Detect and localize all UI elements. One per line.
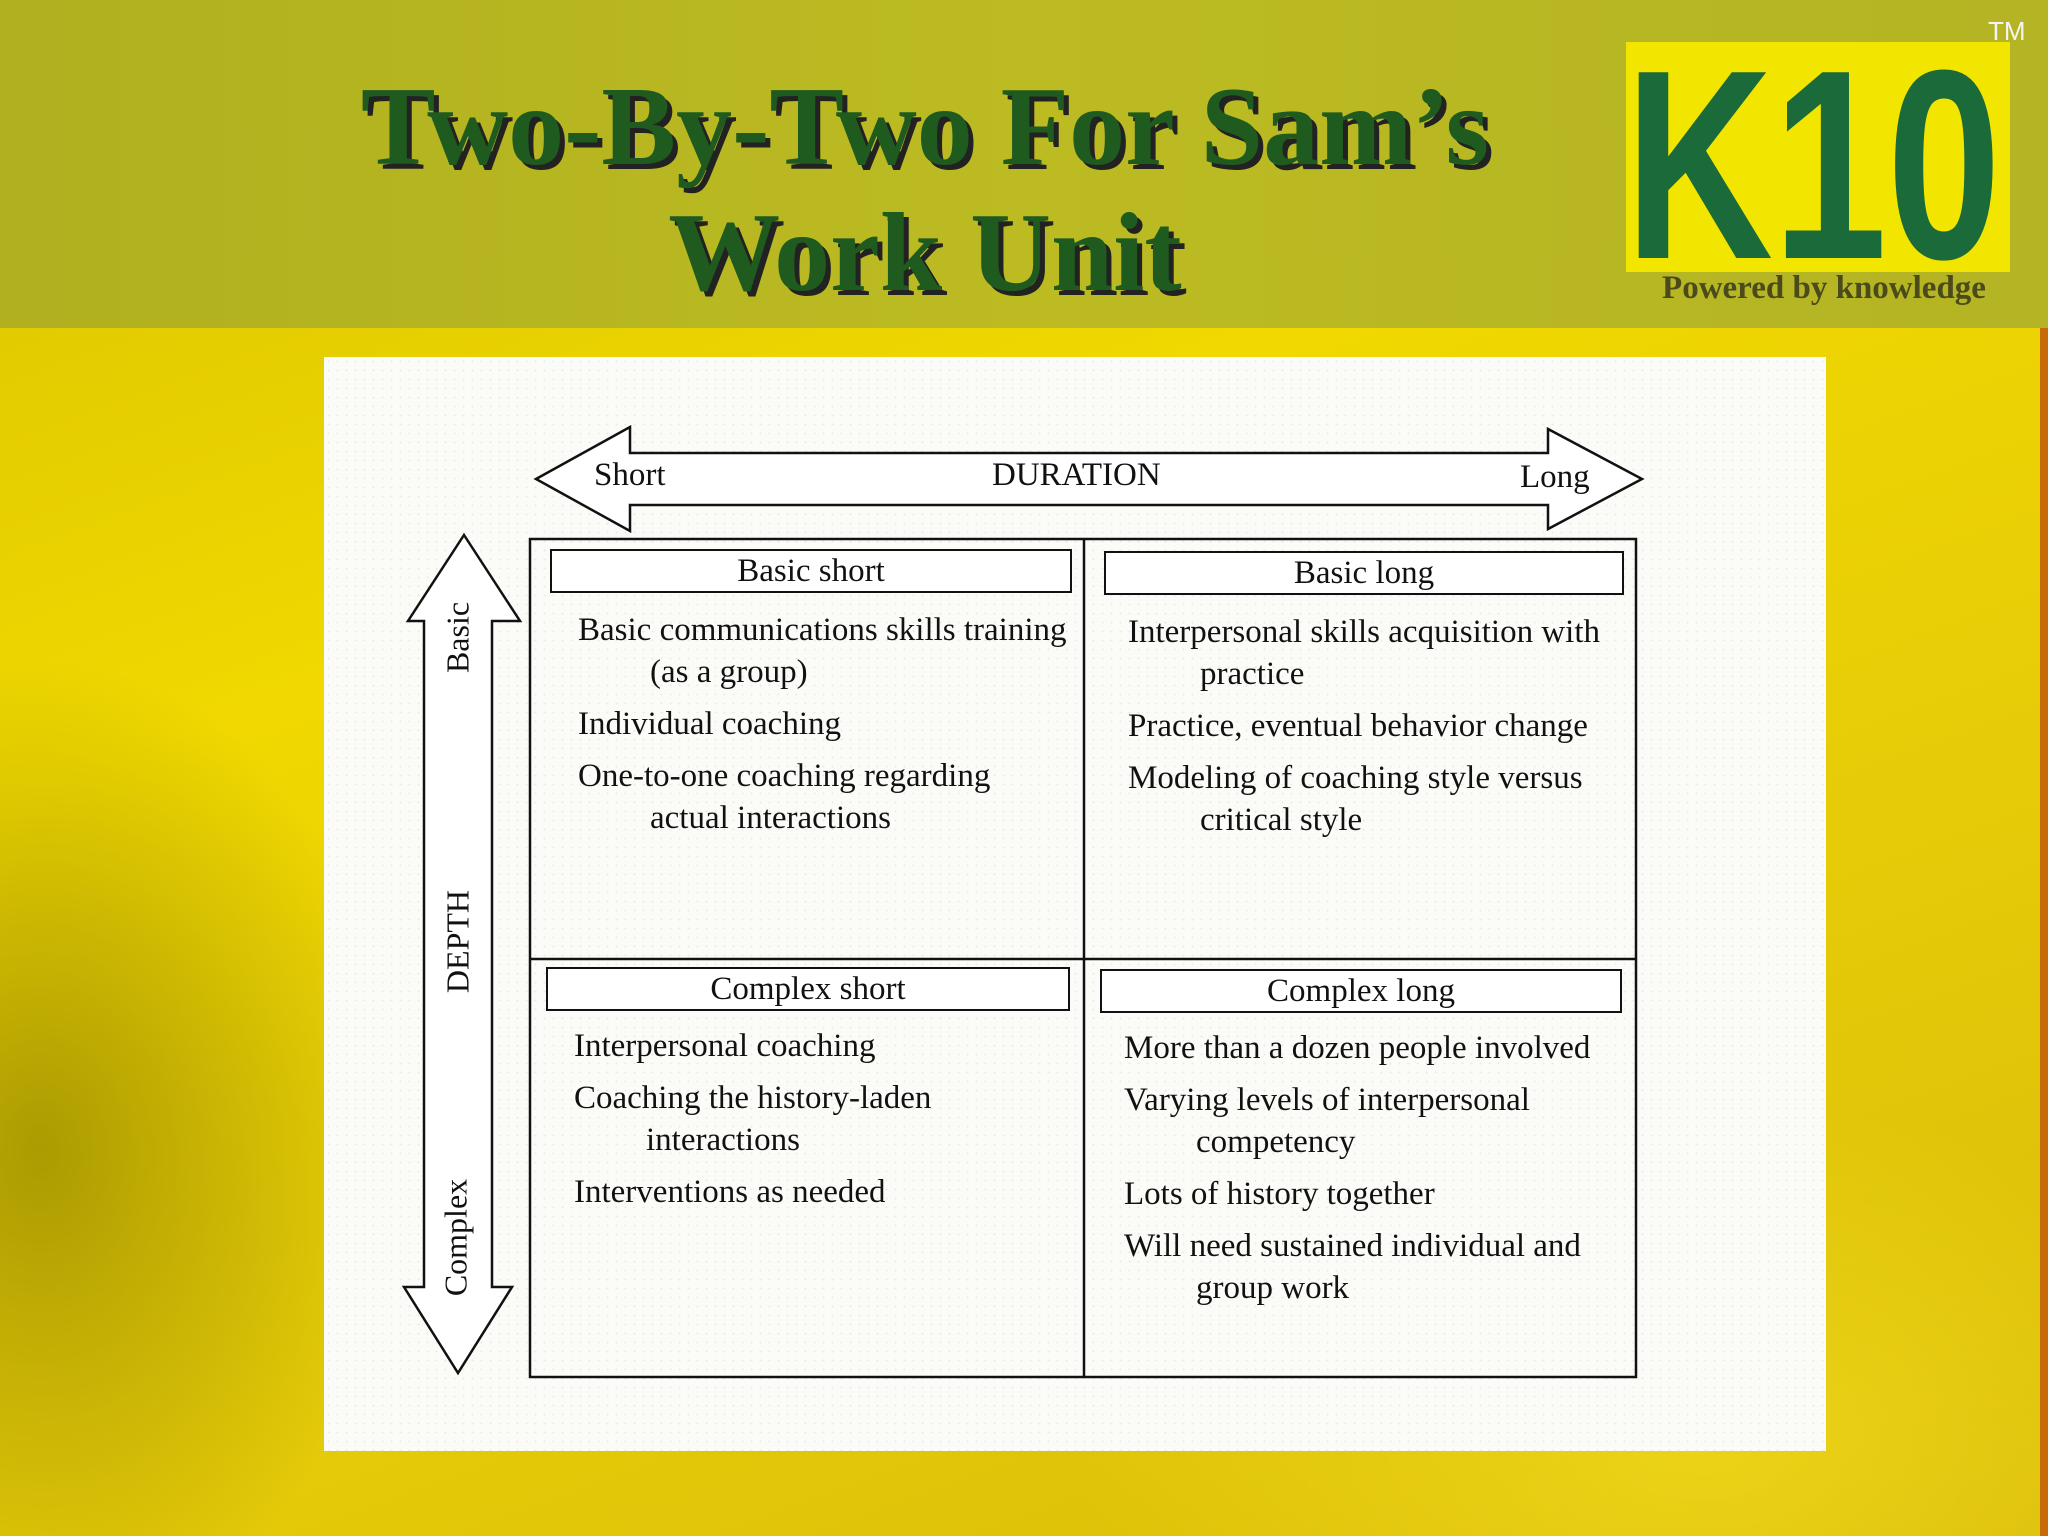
- diagram-lines: [401, 424, 1645, 1379]
- duration-arrow: [533, 424, 1645, 534]
- complex-short-list: Interpersonal coaching Coaching the hist…: [574, 1025, 1070, 1223]
- basic-short-list: Basic communications skills training (as…: [578, 609, 1068, 849]
- depth-axis-label: DEPTH: [439, 889, 476, 994]
- list-item: Will need sustained individual and group…: [1124, 1228, 1581, 1306]
- list-item: Coaching the history-laden interactions: [574, 1080, 932, 1158]
- list-item: Practice, eventual behavior change: [1128, 708, 1588, 744]
- basic-long-list: Interpersonal skills acquisition with pr…: [1128, 611, 1628, 851]
- list-item: Individual coaching: [578, 706, 842, 742]
- slide-edge-accent: [2040, 328, 2048, 1536]
- two-by-two-diagram: Short DURATION Long Basic DEPTH Complex …: [324, 357, 1826, 1451]
- k10-logo: K10 TM Powered by knowledge: [1620, 16, 2032, 320]
- list-item: Basic communications skills training (as…: [578, 612, 1067, 690]
- complex-long-title: Complex long: [1100, 969, 1622, 1013]
- duration-long-label: Long: [1520, 459, 1590, 495]
- list-item: More than a dozen people involved: [1124, 1030, 1591, 1066]
- slide-title: Two-By-Two For Sam’s Work Unit: [260, 64, 1590, 316]
- slide-title-line-1: Two-By-Two For Sam’s: [360, 65, 1490, 189]
- list-item: Interpersonal coaching: [574, 1028, 876, 1064]
- list-item: Varying levels of interpersonal competen…: [1124, 1082, 1530, 1160]
- basic-short-title: Basic short: [550, 549, 1072, 593]
- duration-axis-label: DURATION: [992, 457, 1161, 493]
- list-item: Modeling of coaching style versus critic…: [1128, 760, 1583, 838]
- complex-long-list: More than a dozen people involved Varyin…: [1124, 1027, 1624, 1319]
- logo-mark-text: K10: [1625, 20, 2001, 280]
- list-item: Interventions as needed: [574, 1174, 886, 1210]
- list-item: Lots of history together: [1124, 1176, 1435, 1212]
- duration-short-label: Short: [594, 457, 666, 493]
- list-item: Interpersonal skills acquisition with pr…: [1128, 614, 1601, 692]
- depth-basic-label: Basic: [439, 601, 476, 674]
- depth-complex-label: Complex: [437, 1178, 474, 1297]
- list-item: One-to-one coaching regarding actual int…: [578, 758, 991, 836]
- basic-long-title: Basic long: [1104, 551, 1624, 595]
- slide-title-line-2: Work Unit: [668, 191, 1182, 315]
- logo-yellow-box: [1626, 42, 2010, 272]
- logo-tagline: Powered by knowledge: [1662, 270, 1986, 306]
- logo-k10-mark: K10: [1625, 20, 2001, 280]
- trademark-symbol: TM: [1988, 16, 2026, 46]
- complex-short-title: Complex short: [546, 967, 1070, 1011]
- depth-arrow: [401, 532, 523, 1376]
